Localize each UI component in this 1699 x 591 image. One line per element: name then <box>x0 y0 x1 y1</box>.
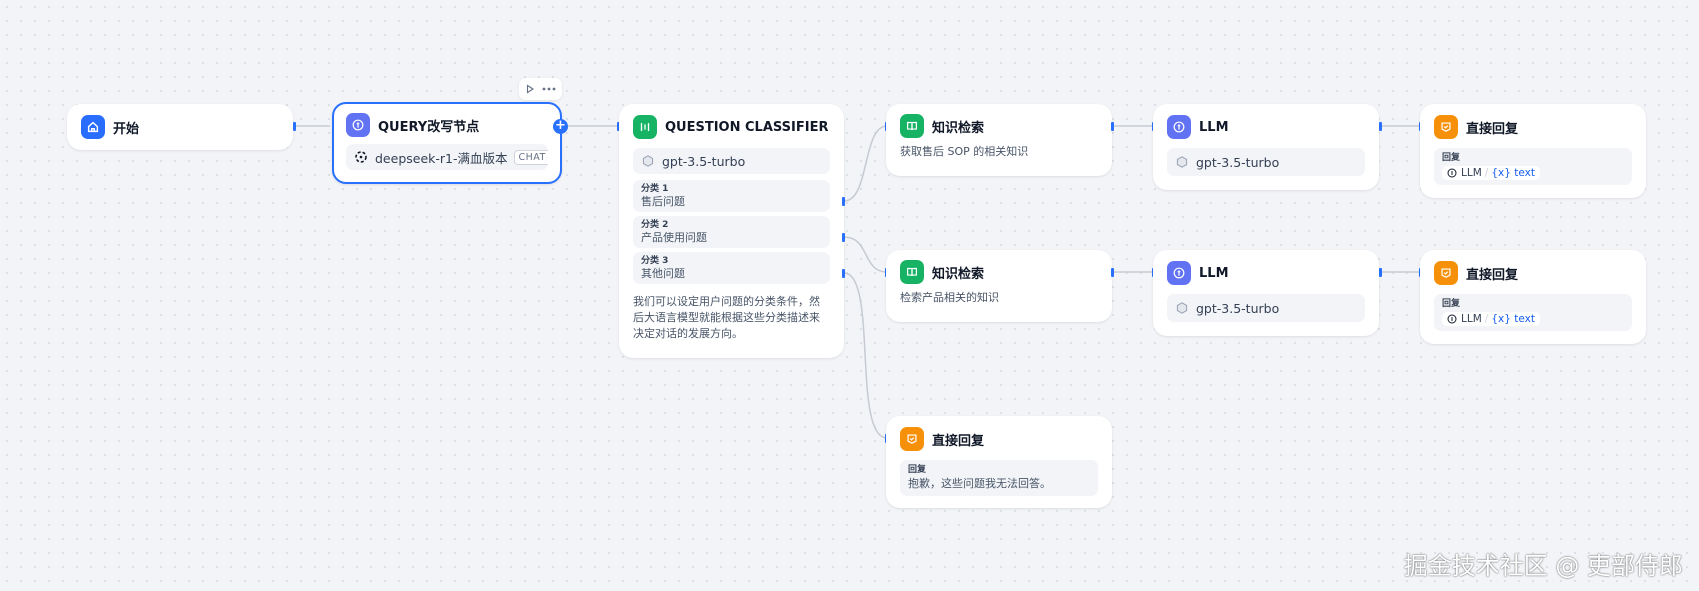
play-icon[interactable] <box>525 84 535 94</box>
llm-icon <box>1447 168 1457 178</box>
edge-class2-to-knowledge2 <box>843 236 888 273</box>
openai-icon <box>1176 156 1188 168</box>
class-text: 产品使用问题 <box>641 231 707 244</box>
llm-1-source-handle[interactable] <box>1379 122 1382 131</box>
description-line: 我们可以设定用户问题的分类条件，然 <box>633 295 820 308</box>
llm-1-model[interactable]: gpt-3.5-turbo <box>1167 148 1365 176</box>
llm-2-model[interactable]: gpt-3.5-turbo <box>1167 294 1365 322</box>
start-source-handle[interactable] <box>293 122 296 131</box>
variable-chip[interactable]: LLM / {x} text <box>1442 312 1540 326</box>
variable-name: {x} text <box>1491 313 1535 325</box>
class-text: 售后问题 <box>641 195 685 208</box>
model-name: deepseek-r1-满血版本 <box>375 150 508 166</box>
reply-label: 回复 <box>1442 153 1461 163</box>
class-label: 分类 2 <box>641 220 669 230</box>
reply-label: 回复 <box>908 465 927 475</box>
knowledge-retrieval-node-1[interactable]: 知识检索 获取售后 SOP 的相关知识 <box>886 104 1112 176</box>
answer-2-title: 直接回复 <box>1466 267 1519 283</box>
class-label: 分类 3 <box>641 256 669 266</box>
llm-2-model-name: gpt-3.5-turbo <box>1196 300 1280 316</box>
class-item-3[interactable]: 分类 3 其他问题 <box>633 252 830 284</box>
knowledge-1-title: 知识检索 <box>932 120 985 136</box>
answer-3-title: 直接回复 <box>932 433 985 449</box>
llm-1-model-name: gpt-3.5-turbo <box>1196 154 1280 170</box>
classifier-icon <box>633 115 657 139</box>
answer-2-reply[interactable]: 回复 LLM / {x} text <box>1434 294 1632 331</box>
answer-3-reply[interactable]: 回复 抱歉，这些问题我无法回答。 <box>900 460 1098 496</box>
answer-1-reply[interactable]: 回复 LLM / {x} text <box>1434 148 1632 185</box>
book-icon <box>900 260 924 284</box>
edge-class1-to-knowledge1 <box>843 125 888 202</box>
class-1-source-handle[interactable] <box>842 197 845 206</box>
knowledge-2-source-handle[interactable] <box>1111 268 1114 277</box>
class-item-1[interactable]: 分类 1 售后问题 <box>633 180 830 212</box>
reply-text: 抱歉，这些问题我无法回答。 <box>908 477 1051 490</box>
llm-icon <box>1167 261 1191 285</box>
knowledge-retrieval-node-2[interactable]: 知识检索 检索产品相关的知识 <box>886 250 1112 322</box>
llm-1-title: LLM <box>1199 119 1229 135</box>
query-rewrite-node[interactable]: QUERY改写节点 deepseek-r1-满血版本 CHAT <box>332 102 562 184</box>
edge-class3-to-answer3 <box>843 272 888 439</box>
direct-answer-node-3[interactable]: 直接回复 回复 抱歉，这些问题我无法回答。 <box>886 416 1112 508</box>
openai-icon <box>642 155 654 167</box>
answer-1-title: 直接回复 <box>1466 121 1519 137</box>
node-toolbar <box>519 78 562 100</box>
class-3-source-handle[interactable] <box>842 269 845 278</box>
knowledge-2-description: 检索产品相关的知识 <box>900 291 999 304</box>
answer-icon <box>1434 261 1458 285</box>
llm-icon <box>1447 314 1457 324</box>
mode-tag: CHAT <box>513 149 548 165</box>
variable-node: LLM <box>1461 313 1482 325</box>
knowledge-2-title: 知识检索 <box>932 266 985 282</box>
knowledge-1-source-handle[interactable] <box>1111 122 1114 131</box>
direct-answer-node-1[interactable]: 直接回复 回复 LLM / {x} text <box>1420 104 1646 198</box>
classifier-description: 我们可以设定用户问题的分类条件，然 后大语言模型就能根据这些分类描述来 决定对话… <box>621 294 842 342</box>
add-node-button[interactable]: + <box>553 119 568 134</box>
variable-separator: / <box>1484 167 1489 179</box>
model-selector[interactable]: deepseek-r1-满血版本 CHAT <box>346 144 548 170</box>
answer-icon <box>900 427 924 451</box>
variable-separator: / <box>1484 313 1489 325</box>
description-line: 后大语言模型就能根据这些分类描述来 <box>633 311 820 324</box>
llm-node-2[interactable]: LLM gpt-3.5-turbo <box>1153 250 1379 336</box>
reply-variable: LLM / {x} text <box>1442 166 1624 180</box>
variable-node: LLM <box>1461 167 1482 179</box>
openai-icon <box>1176 302 1188 314</box>
start-node-title: 开始 <box>113 121 140 137</box>
deepseek-icon <box>355 151 367 163</box>
llm-icon <box>346 113 370 137</box>
llm-node-1[interactable]: LLM gpt-3.5-turbo <box>1153 104 1379 190</box>
query-rewrite-title: QUERY改写节点 <box>378 119 480 135</box>
start-node[interactable]: 开始 <box>67 104 293 150</box>
classifier-model[interactable]: gpt-3.5-turbo <box>633 148 830 174</box>
home-icon <box>81 115 105 139</box>
answer-icon <box>1434 115 1458 139</box>
llm-icon <box>1167 115 1191 139</box>
variable-chip[interactable]: LLM / {x} text <box>1442 166 1540 180</box>
classifier-title: QUESTION CLASSIFIER <box>665 119 829 135</box>
llm-2-source-handle[interactable] <box>1379 268 1382 277</box>
llm-2-title: LLM <box>1199 265 1229 281</box>
class-text: 其他问题 <box>641 267 685 280</box>
book-icon <box>900 114 924 138</box>
direct-answer-node-2[interactable]: 直接回复 回复 LLM / {x} text <box>1420 250 1646 344</box>
class-label: 分类 1 <box>641 184 669 194</box>
class-item-2[interactable]: 分类 2 产品使用问题 <box>633 216 830 248</box>
more-icon[interactable] <box>542 87 556 91</box>
question-classifier-node[interactable]: QUESTION CLASSIFIER gpt-3.5-turbo 分类 1 售… <box>619 104 844 358</box>
reply-label: 回复 <box>1442 299 1461 309</box>
description-line: 决定对话的发展方向。 <box>633 327 743 340</box>
classifier-target-handle[interactable] <box>617 122 620 131</box>
classifier-model-name: gpt-3.5-turbo <box>662 153 746 169</box>
reply-variable: LLM / {x} text <box>1442 312 1624 326</box>
variable-name: {x} text <box>1491 167 1535 179</box>
knowledge-1-description: 获取售后 SOP 的相关知识 <box>900 145 1029 158</box>
class-2-source-handle[interactable] <box>842 233 845 242</box>
watermark: 掘金技术社区 @ 吏部侍郎 <box>1403 552 1683 580</box>
